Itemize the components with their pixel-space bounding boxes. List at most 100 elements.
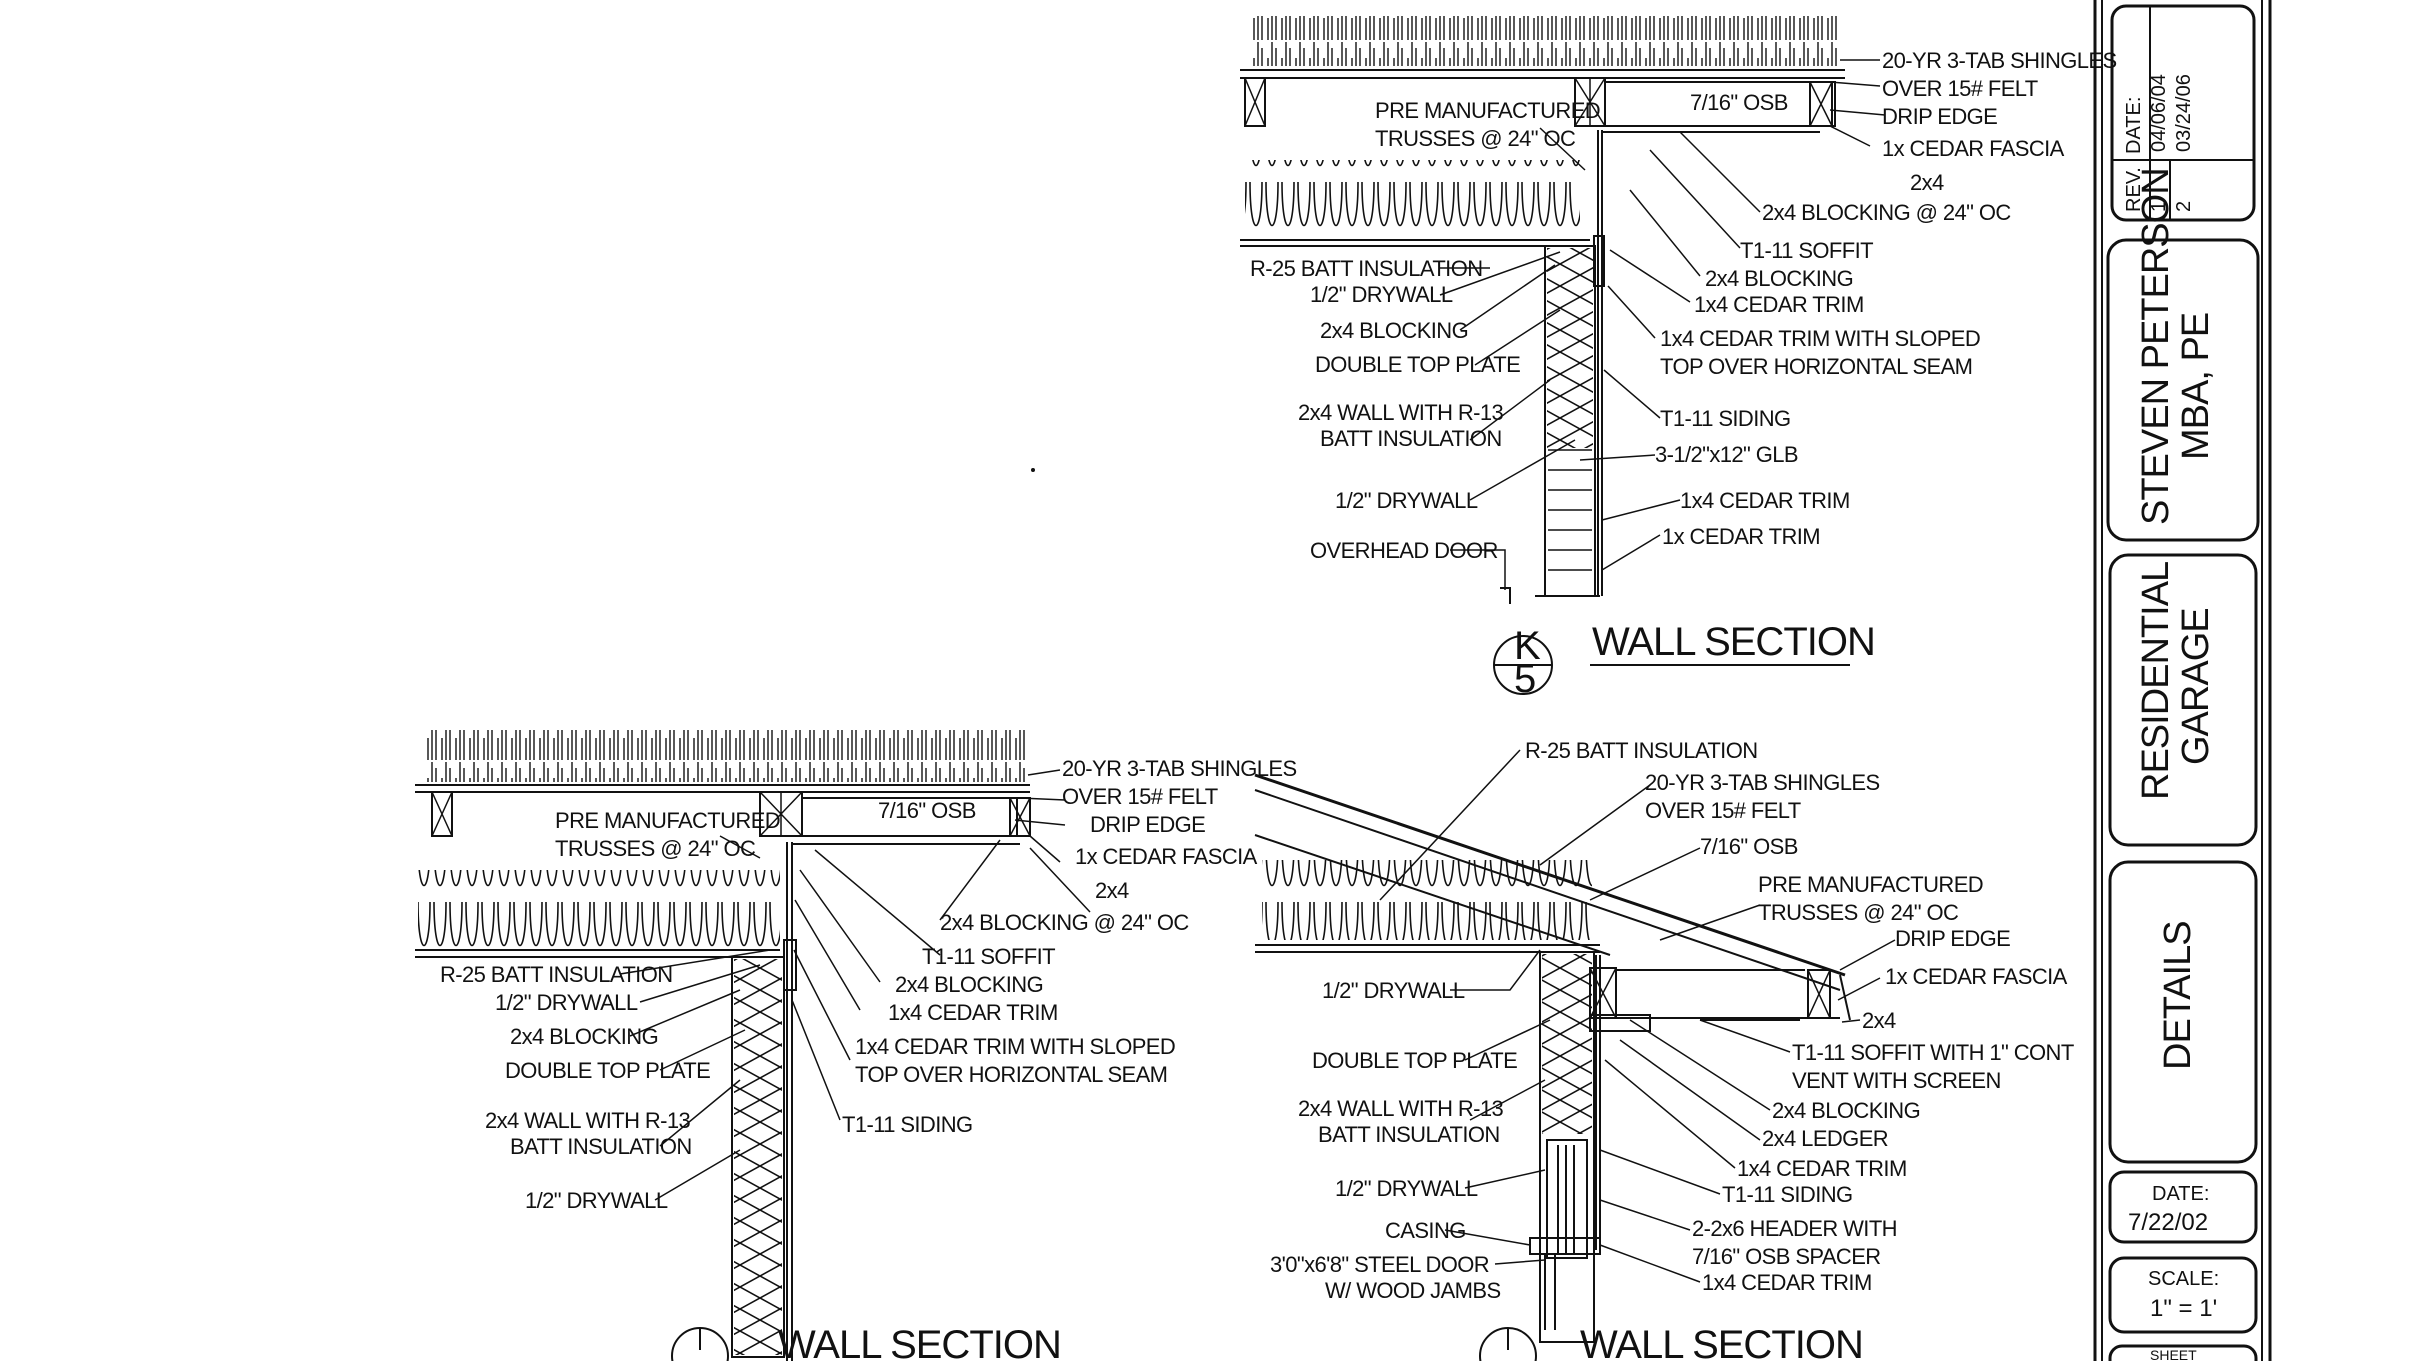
br-label: T1-11 SIDING — [1722, 1182, 1853, 1207]
br-label: 7/16" OSB — [1700, 834, 1798, 859]
top-label: 2x4 — [1910, 170, 1944, 195]
br-label: 2x4 LEDGER — [1762, 1126, 1888, 1151]
bl-label: T1-11 SOFFIT — [922, 944, 1055, 969]
date-label: DATE: — [2152, 1183, 2209, 1205]
top-label: PRE MANUFACTURED — [1375, 98, 1600, 123]
scale-value: 1" = 1' — [2150, 1295, 2217, 1322]
bl-label: 2x4 WALL WITH R-13 — [485, 1108, 691, 1133]
date-value: 7/22/02 — [2128, 1209, 2208, 1236]
br-label: 2x4 BLOCKING — [1772, 1098, 1920, 1123]
br-label: VENT WITH SCREEN — [1792, 1068, 2001, 1093]
detail-bottom-right: WALL SECTION R-25 BATT INSULATION 20-YR … — [1254, 738, 2074, 1361]
bl-label: DRIP EDGE — [1090, 812, 1205, 837]
top-label: 1x CEDAR TRIM — [1662, 524, 1820, 549]
br-label: 20-YR 3-TAB SHINGLES — [1645, 770, 1880, 795]
br-label: 1x4 CEDAR TRIM — [1737, 1156, 1907, 1181]
scale-label: SCALE: — [2148, 1268, 2219, 1290]
project-line-1: RESIDENTIAL — [2135, 562, 2177, 800]
br-label: R-25 BATT INSULATION — [1525, 738, 1758, 763]
br-label: 1/2" DRYWALL — [1322, 978, 1465, 1003]
rev-date-1: 04/06/04 — [2148, 74, 2170, 152]
br-label: PRE MANUFACTURED — [1758, 872, 1983, 897]
top-label: 1x4 CEDAR TRIM WITH SLOPED — [1660, 326, 1980, 351]
bl-label: BATT INSULATION — [510, 1134, 692, 1159]
detail-top: K 5 WALL SECTION 20-YR 3-TAB SHINGLES OV… — [1240, 16, 2117, 701]
top-label: OVER 15# FELT — [1882, 76, 2038, 101]
bl-label: OVER 15# FELT — [1062, 784, 1218, 809]
rev-date-2: 03/24/06 — [2173, 74, 2195, 152]
br-label: 2x4 WALL WITH R-13 — [1298, 1096, 1504, 1121]
br-label: 1x CEDAR FASCIA — [1885, 964, 2068, 989]
br-label: 1x4 CEDAR TRIM — [1702, 1270, 1872, 1295]
top-label: 2x4 BLOCKING @ 24" OC — [1762, 200, 2011, 225]
detail-top-bubble-top: K — [1514, 624, 1541, 668]
br-label: T1-11 SOFFIT WITH 1" CONT — [1792, 1040, 2074, 1065]
top-label: R-25 BATT INSULATION — [1250, 256, 1483, 281]
engineer-title: MBA, PE — [2175, 313, 2217, 460]
detail-bottom-right-title: WALL SECTION — [1580, 1323, 1863, 1361]
bl-label: 1x CEDAR FASCIA — [1075, 844, 1258, 869]
date-header: DATE: — [2123, 97, 2145, 154]
top-label: 2x4 WALL WITH R-13 — [1298, 400, 1504, 425]
top-label: 1x4 CEDAR TRIM — [1680, 488, 1850, 513]
top-label: 1x4 CEDAR TRIM — [1694, 292, 1864, 317]
bl-label: 2x4 BLOCKING @ 24" OC — [940, 910, 1189, 935]
top-label: TOP OVER HORIZONTAL SEAM — [1660, 354, 1972, 379]
bl-label: R-25 BATT INSULATION — [440, 962, 673, 987]
br-label: 1/2" DRYWALL — [1335, 1176, 1478, 1201]
top-label: OVERHEAD DOOR — [1310, 538, 1498, 563]
bl-label: 2x4 BLOCKING — [895, 972, 1043, 997]
engineer-name: STEVEN PETERSON — [2135, 168, 2177, 525]
br-label: 2x4 — [1862, 1008, 1896, 1033]
br-label: W/ WOOD JAMBS — [1325, 1278, 1501, 1303]
br-label: 2-2x6 HEADER WITH — [1692, 1216, 1897, 1241]
bl-label: 1x4 CEDAR TRIM — [888, 1000, 1058, 1025]
top-label: 1/2" DRYWALL — [1335, 488, 1478, 513]
bl-label: PRE MANUFACTURED — [555, 808, 780, 833]
br-label: DOUBLE TOP PLATE — [1312, 1048, 1517, 1073]
top-label: 2x4 BLOCKING — [1320, 318, 1468, 343]
sheet-label: SHEET — [2150, 1347, 2197, 1361]
bl-label: 1/2" DRYWALL — [525, 1188, 668, 1213]
top-label: DRIP EDGE — [1882, 104, 1997, 129]
detail-top-bubble-bottom: 5 — [1514, 657, 1535, 701]
br-label: CASING — [1385, 1218, 1466, 1243]
title-block: REV. DATE: 1 04/06/04 2 03/24/06 STEVEN … — [2093, 0, 2272, 1361]
br-label: DRIP EDGE — [1895, 926, 2010, 951]
bl-label: 1/2" DRYWALL — [495, 990, 638, 1015]
bl-label: T1-11 SIDING — [842, 1112, 973, 1137]
top-label: 1/2" DRYWALL — [1310, 282, 1453, 307]
br-label: TRUSSES @ 24" OC — [1758, 900, 1959, 925]
project-line-2: GARAGE — [2175, 608, 2217, 765]
detail-bottom-left: WALL SECTION 20-YR 3-TAB SHINGLES OVER 1… — [415, 730, 1297, 1361]
bl-label: 2x4 BLOCKING — [510, 1024, 658, 1049]
top-label: 2x4 BLOCKING — [1705, 266, 1853, 291]
top-label: DOUBLE TOP PLATE — [1315, 352, 1520, 377]
top-label: 1x CEDAR FASCIA — [1882, 136, 2065, 161]
bl-label: 1x4 CEDAR TRIM WITH SLOPED — [855, 1034, 1175, 1059]
br-label: 7/16" OSB SPACER — [1692, 1244, 1881, 1269]
rev-number-1: 1 — [2148, 201, 2170, 212]
br-label: 3'0"x6'8" STEEL DOOR — [1270, 1252, 1489, 1277]
rev-header: REV. — [2123, 167, 2145, 212]
bl-label: 2x4 — [1095, 878, 1129, 903]
bl-label: TOP OVER HORIZONTAL SEAM — [855, 1062, 1167, 1087]
top-label: T1-11 SOFFIT — [1740, 238, 1873, 263]
top-label: TRUSSES @ 24" OC — [1375, 126, 1576, 151]
bl-label: 7/16" OSB — [878, 798, 976, 823]
stray-mark — [1031, 468, 1035, 472]
br-label: BATT INSULATION — [1318, 1122, 1500, 1147]
detail-top-title: WALL SECTION — [1592, 620, 1875, 664]
top-label: 20-YR 3-TAB SHINGLES — [1882, 48, 2117, 73]
top-label: BATT INSULATION — [1320, 426, 1502, 451]
bl-label: DOUBLE TOP PLATE — [505, 1058, 710, 1083]
top-label: 7/16" OSB — [1690, 90, 1788, 115]
top-label: 3-1/2"x12" GLB — [1655, 442, 1798, 467]
bl-label: TRUSSES @ 24" OC — [555, 836, 756, 861]
top-label: T1-11 SIDING — [1660, 406, 1791, 431]
rev-number-2: 2 — [2173, 201, 2195, 212]
br-label: OVER 15# FELT — [1645, 798, 1801, 823]
detail-bottom-left-title: WALL SECTION — [778, 1323, 1061, 1361]
sheet-title: DETAILS — [2157, 921, 2199, 1070]
